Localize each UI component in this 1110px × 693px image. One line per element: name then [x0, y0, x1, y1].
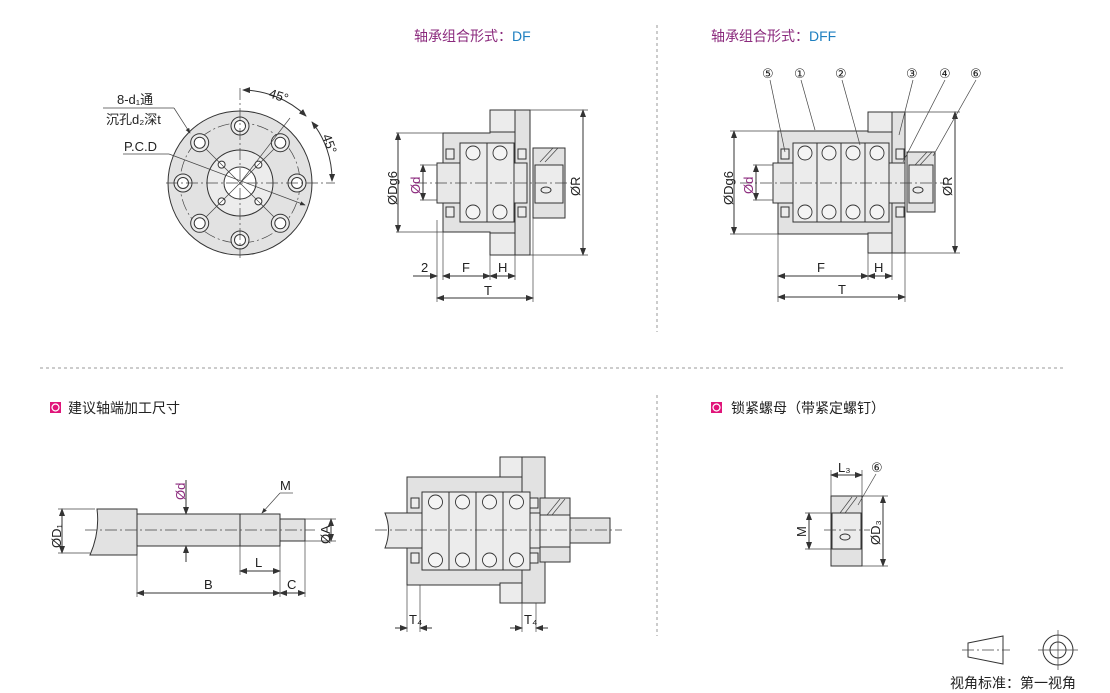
df-title: 轴承组合形式：DF: [414, 28, 531, 44]
df-dim-d: Ød: [408, 177, 423, 194]
bullet-icon: [711, 402, 722, 413]
bearing-ball: [482, 494, 497, 510]
balloon-2: ②: [835, 66, 847, 81]
bearing-ball: [821, 145, 837, 161]
df-dim-H: H: [498, 260, 507, 275]
bearing-ball: [797, 145, 813, 161]
bearing-ball: [428, 552, 443, 568]
bearing-ball: [869, 145, 885, 161]
balloon-1: ①: [794, 66, 806, 81]
first-angle-projection-icon: [962, 630, 1078, 670]
assembly-dim-T4-left: T₄: [409, 612, 422, 627]
balloon-4: ④: [939, 66, 951, 81]
dff-dim-d: Ød: [741, 177, 756, 194]
hole-label-counterbore: 沉孔d₂深t: [106, 112, 161, 127]
shaft-dim-M: M: [280, 478, 291, 493]
bearing-ball: [869, 204, 885, 220]
locknut-balloon-6: ⑥: [871, 460, 883, 475]
through-hole: [193, 136, 206, 149]
bearing-ball: [821, 204, 837, 220]
shaft-dim-A: ØA: [318, 525, 333, 544]
pcd-label: P.C.D: [124, 139, 157, 154]
bearing-ball: [482, 552, 497, 568]
bullet-ring-icon: [712, 403, 721, 412]
bearing-ball: [455, 494, 470, 510]
balloon-3: ③: [906, 66, 918, 81]
through-hole: [274, 217, 287, 230]
balloon-6: ⑥: [970, 66, 982, 81]
balloon-5: ⑤: [762, 66, 774, 81]
flange-front-view: [103, 87, 336, 258]
dff-dim-F: F: [817, 260, 825, 275]
df-dim-T: T: [484, 283, 492, 298]
bearing-ball: [797, 204, 813, 220]
dff-dim-R: ØR: [940, 177, 955, 197]
locknut-section-title: 锁紧螺母（带紧定螺钉）: [731, 400, 885, 416]
shaft-end-drawing: [58, 480, 336, 597]
locknut-dim-M: M: [794, 526, 809, 537]
df-dim-R: ØR: [568, 177, 583, 197]
angle-label-2: 45°: [319, 132, 340, 156]
shaft-dim-L: L: [255, 555, 262, 570]
assembly-dim-T4-right: T₄: [524, 612, 537, 627]
df-side-view: [395, 109, 588, 302]
assembly-drawing: [375, 456, 622, 632]
locknut-dim-D3: ØD₃: [868, 520, 883, 545]
bearing-ball: [509, 552, 524, 568]
locknut-drawing: [805, 470, 888, 567]
angle-label-1: 45°: [267, 86, 290, 106]
dff-side-view: [730, 79, 977, 302]
bearing-ball: [509, 494, 524, 510]
df-dim-D: ØDg6: [385, 171, 400, 205]
shaft-dim-d: Ød: [173, 483, 188, 500]
dff-dim-T: T: [838, 282, 846, 297]
shaft-section-title: 建议轴端加工尺寸: [68, 400, 180, 416]
through-hole: [274, 136, 287, 149]
bearing-ball: [845, 204, 861, 220]
dff-title: 轴承组合形式：DFF: [711, 28, 836, 44]
bearing-ball: [428, 494, 443, 510]
projection-label: 视角标准：第一视角: [950, 675, 1076, 691]
df-dim-F: F: [462, 260, 470, 275]
df-dim-gap: 2: [421, 260, 428, 275]
bearing-ball: [845, 145, 861, 161]
shaft-dim-C: C: [287, 577, 296, 592]
locknut-dim-L3: L₃: [838, 460, 851, 475]
shaft-dim-D1: ØD₁: [49, 524, 64, 549]
bullet-icon: [50, 402, 61, 413]
hole-label-through: 8-d₁通: [117, 92, 153, 107]
dff-dim-H: H: [874, 260, 883, 275]
shaft-dim-B: B: [204, 577, 213, 592]
dff-dim-D: ØDg6: [721, 171, 736, 205]
through-hole: [193, 217, 206, 230]
bullet-ring-icon: [51, 403, 60, 412]
bearing-ball: [455, 552, 470, 568]
